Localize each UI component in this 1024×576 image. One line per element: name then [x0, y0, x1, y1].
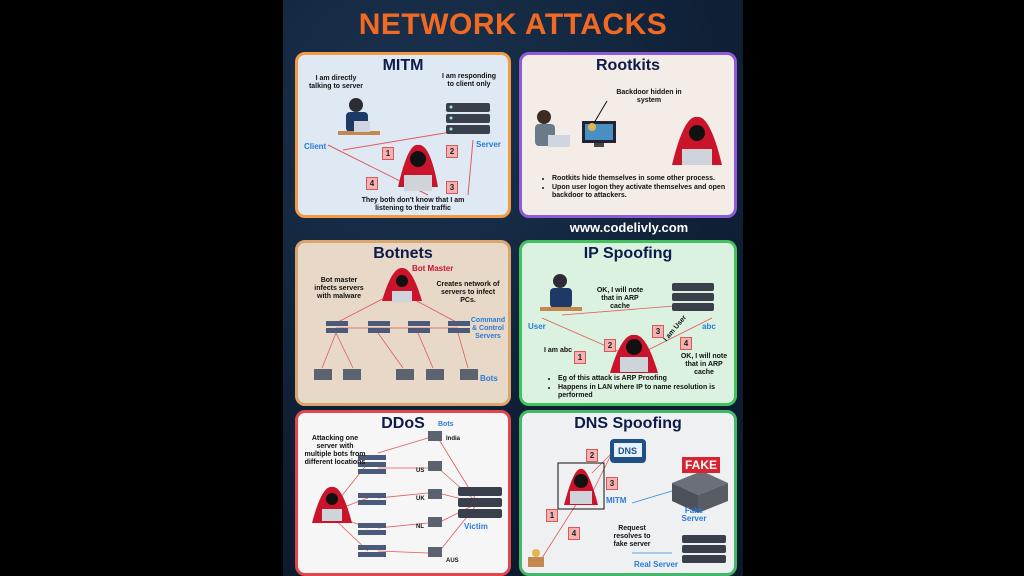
- mitm-server-text: I am responding to client only: [441, 73, 497, 88]
- ipspoofing-step-3: 3: [652, 325, 664, 338]
- mitm-card: MITM: [295, 52, 511, 218]
- real-server-rack-icon: [682, 535, 726, 563]
- rootkits-backdoor-label: Backdoor hidden in system: [616, 89, 682, 104]
- botnets-bots-label: Bots: [480, 374, 498, 383]
- victim-server-rack-icon: [458, 487, 502, 518]
- server-rack-icon: [446, 103, 490, 134]
- dnsspoofing-step-4: 4: [568, 527, 580, 540]
- mitm-client-text: I am directly talking to server: [308, 75, 364, 90]
- mitm-step-2: 2: [446, 145, 458, 158]
- botnets-title: Botnets: [373, 245, 433, 262]
- ipspoofing-diagram: [540, 274, 714, 373]
- user-person-icon: [535, 110, 570, 147]
- bot-master-hacker-icon: [382, 267, 422, 302]
- ipspoofing-step-1: 1: [574, 351, 586, 364]
- ipspoofing-step-4: 4: [680, 337, 692, 350]
- rootkits-bullet-1: Rootkits hide themselves in some other p…: [552, 175, 728, 183]
- dnsspoofing-step-1: 1: [546, 509, 558, 522]
- ddos-location-nl: NL: [416, 524, 424, 530]
- ddos-bots-label: Bots: [438, 421, 454, 428]
- mitm-step-3: 3: [446, 181, 458, 194]
- dnsspoofing-dns-label: DNS: [618, 446, 638, 456]
- botnets-cc-label: Command & Control Servers: [470, 317, 506, 340]
- mitm-title: MITM: [382, 57, 424, 74]
- mitm-step-1: 1: [382, 147, 394, 160]
- website-link[interactable]: www.codelivly.com: [569, 220, 689, 235]
- user-person-icon: [540, 274, 582, 311]
- botnets-diagram: [314, 267, 478, 380]
- ddos-diagram: [312, 431, 502, 557]
- botnets-left-text: Bot master infects servers with malware: [314, 277, 364, 300]
- rootkits-bullets: Rootkits hide themselves in some other p…: [544, 175, 728, 201]
- cc-servers-icons: [326, 321, 470, 333]
- dnsspoofing-mitm-label: MITM: [606, 496, 627, 505]
- ipspoofing-step-2: 2: [604, 339, 616, 352]
- ddos-location-uk: UK: [416, 496, 425, 502]
- mitm-step-4: 4: [366, 177, 378, 190]
- ipspoofing-bullets: Eg of this attack is ARP Proofing Happen…: [550, 375, 730, 401]
- ddos-location-aus: AUS: [446, 558, 459, 564]
- bot-laptops-icons: [314, 369, 478, 380]
- dnsspoofing-diagram: [528, 439, 728, 567]
- ddos-location-us: US: [416, 468, 425, 474]
- abc-server-rack-icon: [672, 283, 714, 311]
- hacker-icon: [398, 144, 438, 191]
- rootkits-card: Rootkits Backdoor hidden in system: [519, 52, 737, 218]
- ipspoofing-bullet-2: Happens in LAN where IP to name resoluti…: [558, 384, 730, 400]
- botnets-card: Botnets: [295, 240, 511, 406]
- ddos-bot-laptops-icons: [428, 431, 442, 557]
- hacker-icon: [610, 334, 658, 373]
- ipspoofing-i-am-abc: I am abc: [544, 347, 573, 354]
- rootkits-title: Rootkits: [596, 57, 660, 74]
- ddos-title: DDoS: [381, 415, 425, 432]
- poster-title: NETWORK ATTACKS: [358, 8, 668, 41]
- ddos-location-india: India: [446, 436, 461, 442]
- user-icon: [528, 549, 544, 567]
- fake-server-icon: [672, 471, 728, 513]
- mitm-footer: They both don't know that I am listening…: [361, 197, 465, 212]
- rootkits-diagram: [535, 100, 722, 165]
- ddos-servers-icons: [358, 455, 386, 557]
- ipspoofing-user-label: User: [528, 322, 546, 331]
- attacker-hacker-icon: [312, 486, 352, 523]
- ddos-victim-label: Victim: [464, 522, 488, 531]
- mitm-server-label: Server: [476, 140, 501, 149]
- ipspoofing-note-2: OK, I will note that in ARP cache: [680, 353, 728, 376]
- botnets-right-text: Creates network of servers to infect PCs…: [436, 281, 500, 304]
- ipspoofing-title: IP Spoofing: [583, 245, 673, 262]
- ipspoofing-bullet-1: Eg of this attack is ARP Proofing: [558, 375, 730, 383]
- ddos-card: DDoS: [295, 410, 511, 576]
- dnsspoofing-request-text: Request resolves to fake server: [613, 525, 651, 548]
- dnsspoofing-step-3: 3: [606, 477, 618, 490]
- mitm-client-label: Client: [304, 142, 327, 151]
- ipspoofing-note-1: OK, I will note that in ARP cache: [596, 287, 644, 310]
- dnsspoofing-real-server-label: Real Server: [634, 560, 679, 569]
- dnsspoofing-fake-server-label: Fake Server: [681, 506, 707, 523]
- poster: NETWORK ATTACKS MITM: [283, 0, 743, 576]
- hacker-icon: [672, 116, 722, 165]
- dnsspoofing-card: DNS Spoofing: [519, 410, 737, 576]
- dns-server-icon: [610, 439, 646, 463]
- mitm-hacker-icon: [564, 468, 598, 505]
- monitor-backdoor-icon: [582, 121, 616, 147]
- rootkits-bullet-2: Upon user logon they activate themselves…: [552, 184, 728, 200]
- ddos-text: Attacking one server with multiple bots …: [304, 435, 366, 466]
- botnets-master-label: Bot Master: [412, 264, 454, 273]
- mitm-diagram: [327, 98, 490, 196]
- ipspoofing-abc-label: abc: [702, 322, 716, 331]
- ipspoofing-card: IP Spoofing User a: [519, 240, 737, 406]
- dnsspoofing-step-2: 2: [586, 449, 598, 462]
- dnsspoofing-fake-label: FAKE: [682, 457, 721, 473]
- dnsspoofing-title: DNS Spoofing: [574, 415, 682, 432]
- client-person-icon: [338, 98, 380, 135]
